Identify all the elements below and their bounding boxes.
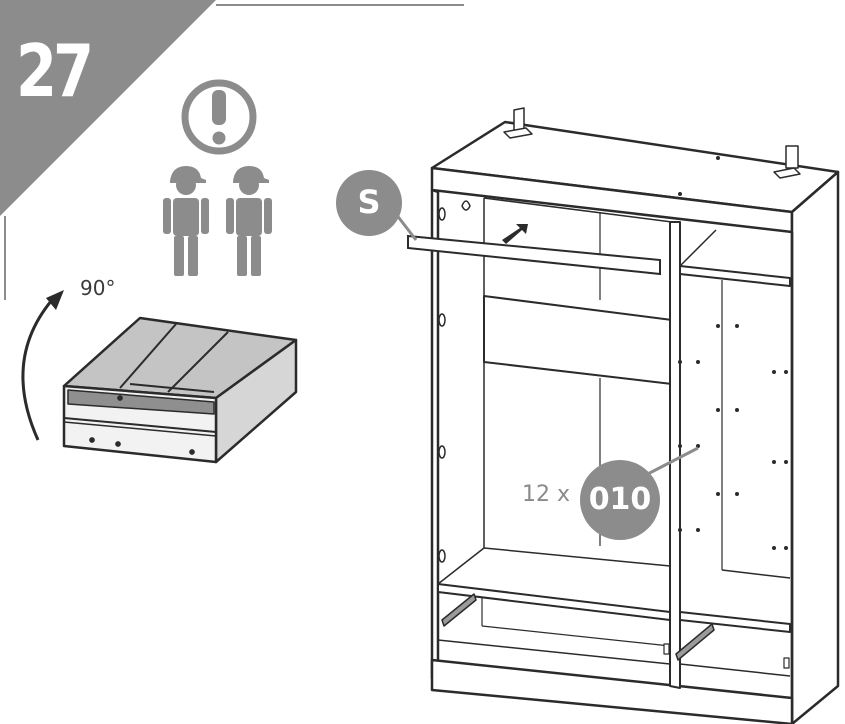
- fitting-part-badge: 010: [580, 460, 660, 540]
- wardrobe-standing: [430, 107, 840, 724]
- wardrobe-lying-flat: [62, 316, 298, 464]
- push-arrow-icon: [502, 224, 528, 244]
- step-number: 27: [16, 29, 94, 113]
- exclamation-circle-icon: [181, 79, 257, 155]
- step-number-banner: [0, 0, 464, 300]
- curved-rotation-arrow-icon: [21, 290, 64, 441]
- rotation-angle-label: 90°: [80, 276, 116, 300]
- fitting-quantity-label: 12 x: [522, 482, 571, 507]
- clothes-rail: [394, 213, 661, 276]
- two-persons-icon: [163, 166, 272, 276]
- rail-part-badge: S: [336, 170, 402, 236]
